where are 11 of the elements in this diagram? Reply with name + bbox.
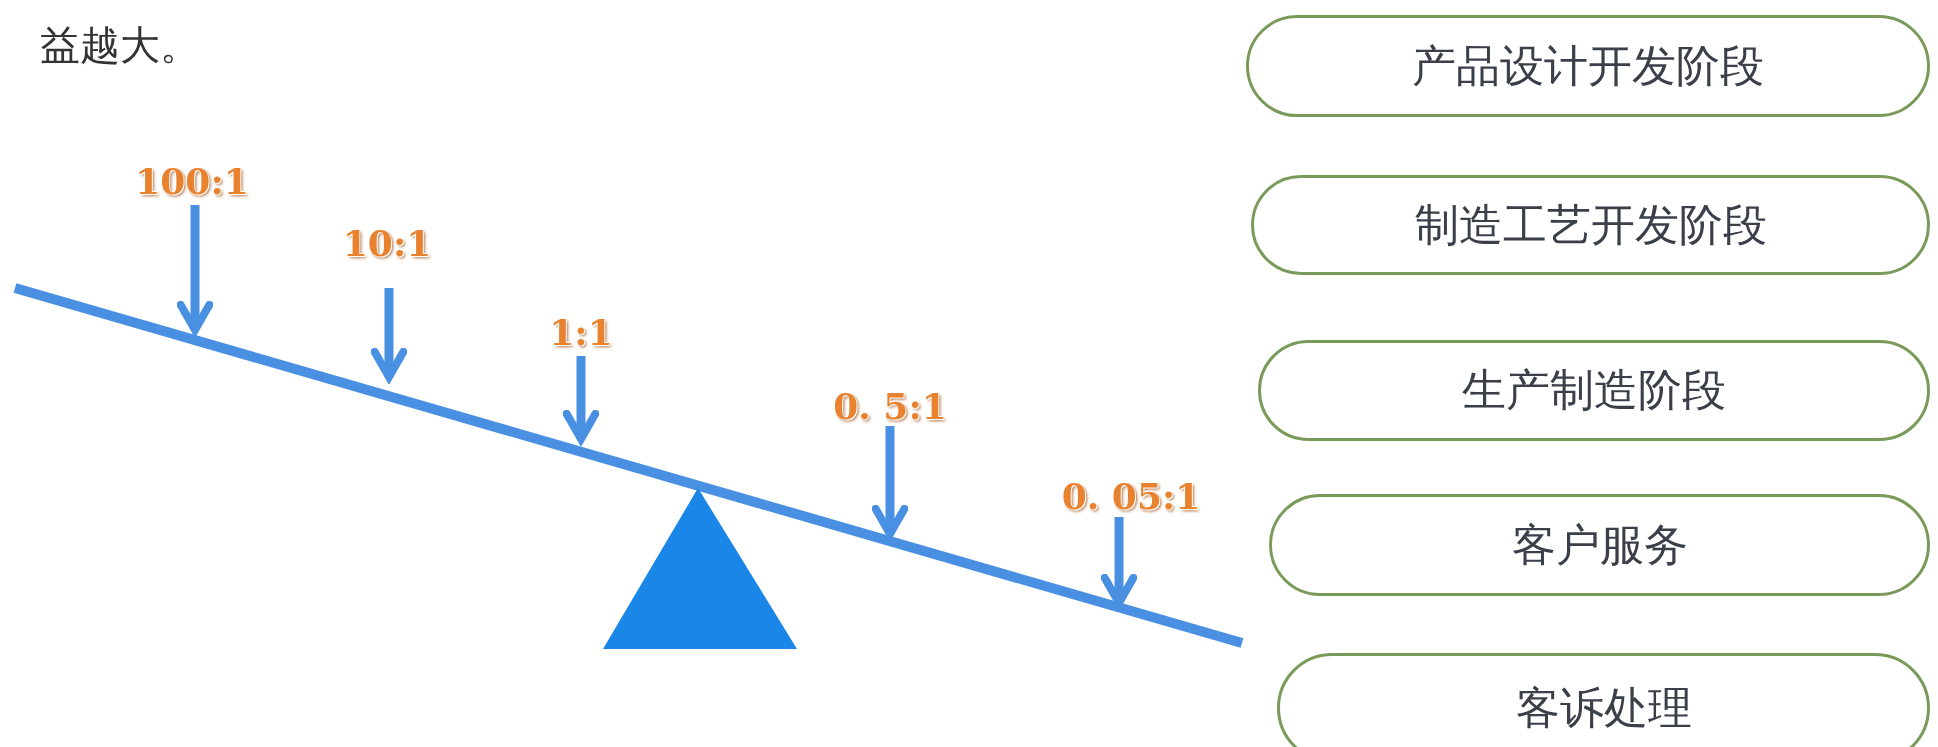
ratio-label: 0. 05:1: [1061, 475, 1201, 517]
stage-label: 产品设计开发阶段: [1412, 38, 1764, 93]
text-line: 益越大。: [40, 21, 200, 70]
stage-label: 生产制造阶段: [1462, 363, 1726, 417]
ratio-label: 0. 5:1: [833, 385, 947, 427]
ratio-label: 1:1: [549, 311, 613, 353]
stage-label: 客户服务: [1511, 517, 1688, 572]
ratio-label: 10:1: [342, 222, 432, 264]
stage-label: 客诉处理: [1515, 680, 1692, 735]
stage-label: 制造工艺开发阶段: [1414, 197, 1767, 252]
ratio-label: 100:1: [135, 160, 249, 202]
